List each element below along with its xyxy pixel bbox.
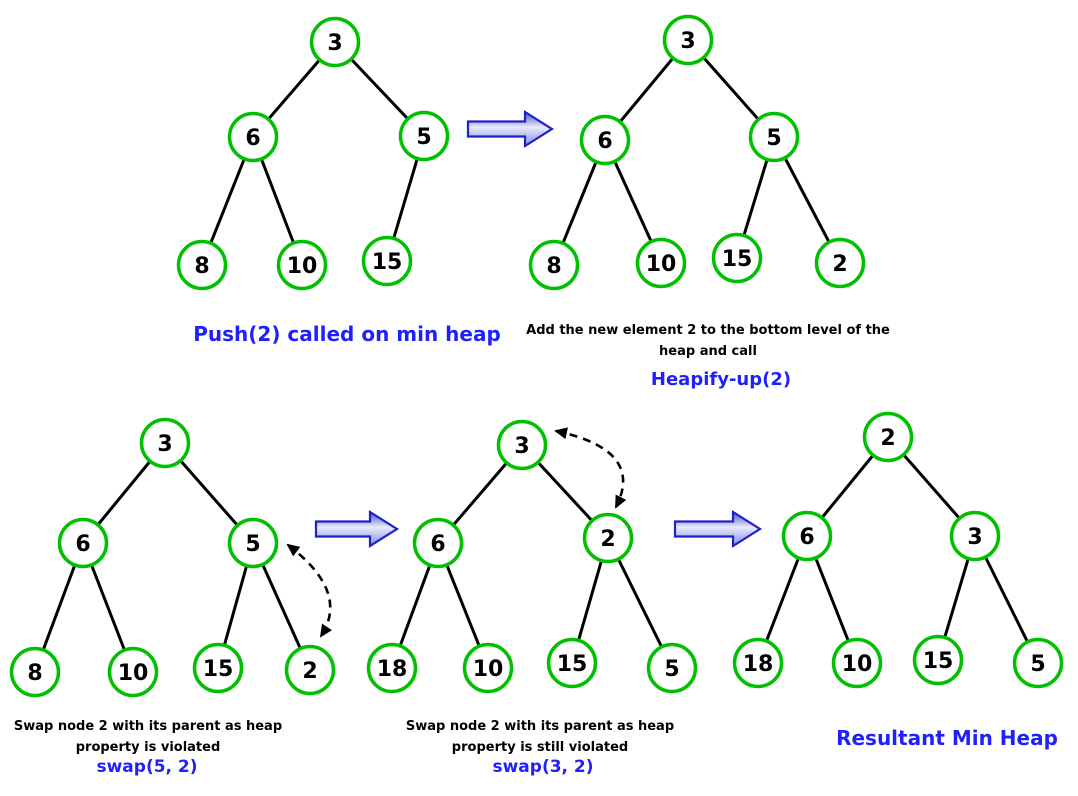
caption-add-line2: heap and call xyxy=(659,344,757,359)
tree-min-heap-initial: 3 6 5 8 10 15 xyxy=(176,16,450,291)
heap-node-value: 3 xyxy=(157,432,172,457)
heap-node-value: 6 xyxy=(430,532,445,557)
right-block-arrow-icon xyxy=(466,110,555,148)
caption-push-call: Push(2) called on min heap xyxy=(193,322,501,346)
heap-node-circle xyxy=(528,239,580,291)
caption-swap2: Swap node 2 with its parent as heap prop… xyxy=(406,716,674,758)
heap-node-value: 3 xyxy=(514,434,529,459)
heap-node-circle xyxy=(139,417,191,469)
swap-curved-arrow-icon xyxy=(554,427,627,509)
heap-node-circle xyxy=(9,646,61,698)
heap-node-circle xyxy=(912,634,964,686)
heap-node-value: 15 xyxy=(203,657,234,682)
heap-node-value: 2 xyxy=(880,426,895,451)
caption-resultant-min-heap: Resultant Min Heap xyxy=(836,726,1058,750)
heap-node-circle xyxy=(276,239,328,291)
heap-node-value: 2 xyxy=(832,252,847,277)
heap-node-value: 5 xyxy=(664,657,679,682)
swap-curved-arrow-icon xyxy=(286,543,333,638)
caption-add-element: Add the new element 2 to the bottom leve… xyxy=(526,320,890,362)
heap-node-value: 8 xyxy=(546,254,561,279)
heap-node-value: 15 xyxy=(923,649,954,674)
heap-node-value: 2 xyxy=(600,527,615,552)
heap-node-value: 8 xyxy=(27,661,42,686)
tree-heap-swap-3-2: 3 6 2 18 10 15 5 xyxy=(366,419,698,694)
heap-node-circle xyxy=(831,637,883,689)
heap-node-circle xyxy=(192,642,244,694)
heap-node-value: 15 xyxy=(722,247,753,272)
heap-node-circle xyxy=(579,114,631,166)
heap-node-circle xyxy=(582,512,634,564)
heap-node-value: 10 xyxy=(118,661,149,686)
caption-swap1-call: swap(5, 2) xyxy=(96,757,198,777)
heap-node-value: 6 xyxy=(245,126,260,151)
heap-node-value: 10 xyxy=(287,254,318,279)
caption-swap1-line1: Swap node 2 with its parent as heap xyxy=(13,719,283,734)
heap-node-circle xyxy=(227,517,279,569)
heap-node-circle xyxy=(646,642,698,694)
heap-node-circle xyxy=(227,111,279,163)
heap-node-circle xyxy=(748,111,800,163)
heap-node-value: 10 xyxy=(842,652,873,677)
heap-node-circle xyxy=(711,232,763,284)
heap-node-value: 2 xyxy=(302,659,317,684)
caption-add-line1: Add the new element 2 to the bottom leve… xyxy=(526,323,890,338)
caption-heapify-call: Heapify-up(2) xyxy=(650,369,792,390)
right-block-arrow-icon xyxy=(314,510,400,548)
heap-node-value: 10 xyxy=(646,252,677,277)
heap-node-circle xyxy=(949,510,1001,562)
heap-node-value: 5 xyxy=(245,532,260,557)
heap-node-value: 10 xyxy=(473,657,504,682)
heap-node-circle xyxy=(361,235,413,287)
heap-node-value: 5 xyxy=(766,126,781,151)
heap-node-circle xyxy=(732,637,784,689)
caption-swap2-line1: Swap node 2 with its parent as heap xyxy=(405,719,675,734)
heap-node-circle xyxy=(309,16,361,68)
heap-node-value: 18 xyxy=(377,657,408,682)
caption-swap1-line2: property is violated xyxy=(75,740,221,755)
heap-node-circle xyxy=(781,510,833,562)
heap-node-circle xyxy=(635,237,687,289)
heap-node-value: 3 xyxy=(967,525,982,550)
heap-node-value: 5 xyxy=(1030,652,1045,677)
heap-node-value: 6 xyxy=(799,525,814,550)
heap-node-circle xyxy=(496,419,548,471)
heap-node-circle xyxy=(57,517,109,569)
heap-node-circle xyxy=(284,644,336,696)
heap-node-value: 15 xyxy=(372,250,403,275)
heap-node-value: 15 xyxy=(557,652,588,677)
heap-node-circle xyxy=(366,642,418,694)
heap-node-circle xyxy=(462,642,514,694)
heap-node-circle xyxy=(398,110,450,162)
heap-node-value: 6 xyxy=(75,532,90,557)
heap-node-circle xyxy=(176,239,228,291)
tree-heap-swap-5-2: 3 6 5 8 10 15 2 xyxy=(9,417,336,698)
caption-swap2-call: swap(3, 2) xyxy=(492,757,594,777)
heap-node-value: 6 xyxy=(597,129,612,154)
heap-node-value: 18 xyxy=(743,652,774,677)
caption-swap1: Swap node 2 with its parent as heap prop… xyxy=(14,716,282,758)
heap-node-circle xyxy=(662,14,714,66)
heap-node-circle xyxy=(862,411,914,463)
heap-node-value: 5 xyxy=(416,125,431,150)
caption-swap2-line2: property is still violated xyxy=(451,740,629,755)
heap-node-value: 8 xyxy=(194,254,209,279)
heap-node-circle xyxy=(1012,637,1064,689)
tree-heap-after-insert-2: 3 6 5 8 10 15 2 xyxy=(528,14,866,291)
tree-resultant-min-heap: 2 6 3 18 10 15 5 xyxy=(732,411,1064,689)
heap-node-circle xyxy=(412,517,464,569)
heap-node-circle xyxy=(546,637,598,689)
heap-node-value: 3 xyxy=(327,31,342,56)
right-block-arrow-icon xyxy=(673,510,763,548)
heap-node-circle xyxy=(814,237,866,289)
heap-node-circle xyxy=(107,646,159,698)
heap-node-value: 3 xyxy=(680,29,695,54)
